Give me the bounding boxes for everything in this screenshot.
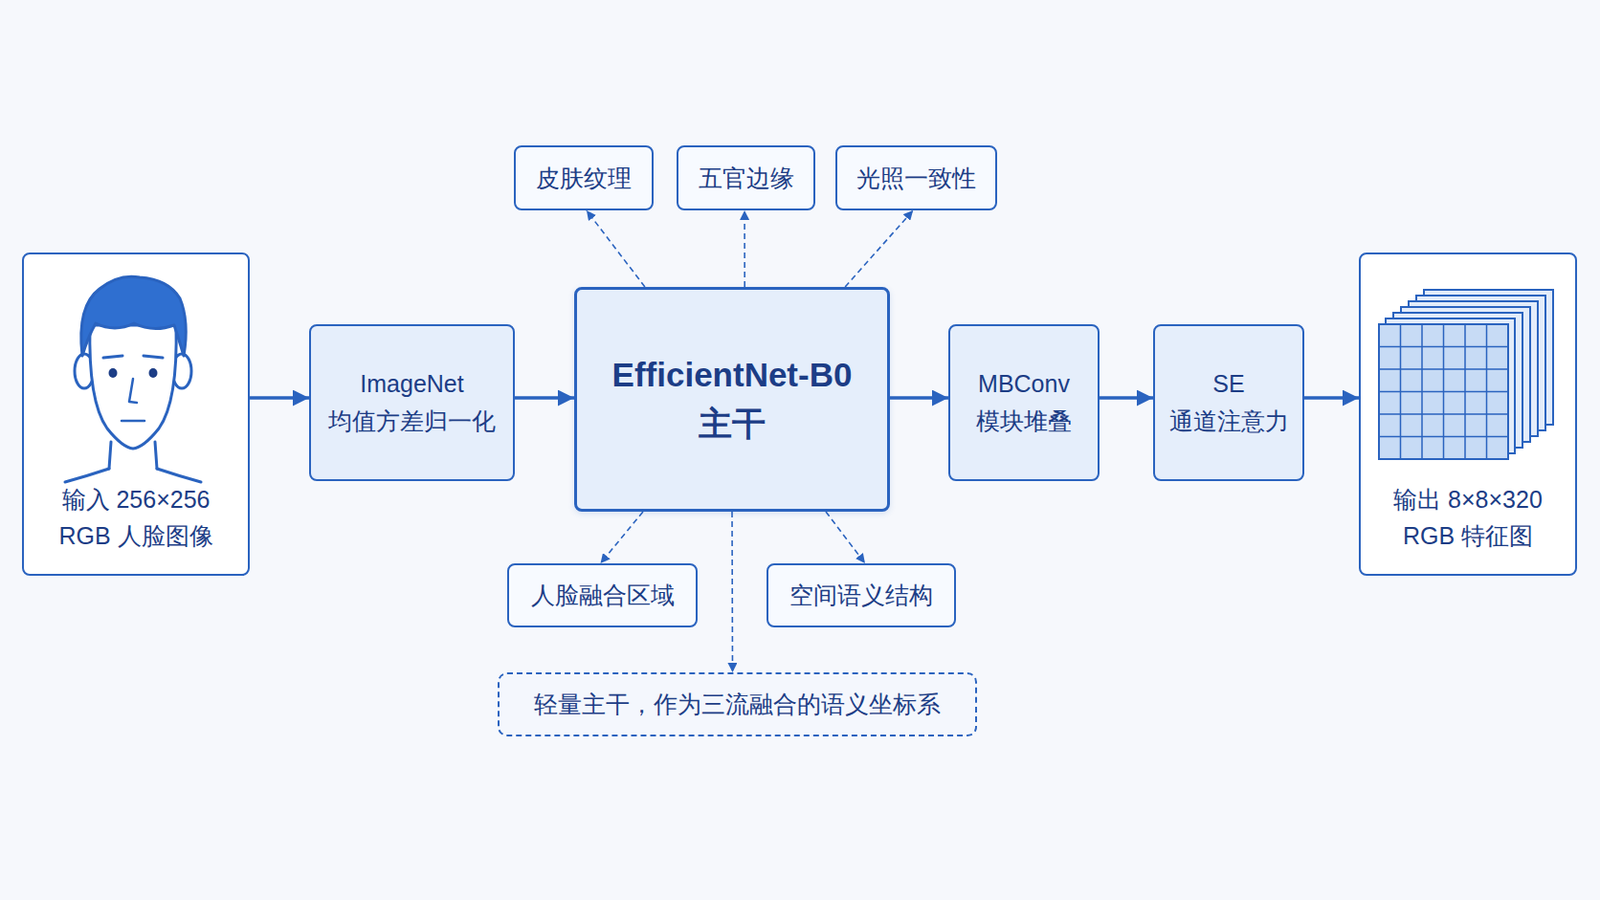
note-box: 轻量主干，作为三流融合的语义坐标系 [497, 672, 978, 737]
flow-arrow [249, 396, 310, 400]
flow-arrow [1099, 396, 1154, 400]
node-label: 轻量主干，作为三流融合的语义坐标系 [533, 686, 941, 724]
node-label: 空间语义结构 [789, 577, 934, 615]
dashed-arrow [844, 210, 913, 288]
dashed-arrow [825, 511, 866, 564]
dashed-arrow [743, 210, 746, 288]
process-box: ImageNet 均值方差归一化 [309, 324, 515, 482]
backbone-box: EfficientNet-B0 主干 [574, 287, 890, 512]
node-label: MBConv 模块堆叠 [956, 365, 1091, 441]
node-label: 光照一致性 [856, 159, 977, 198]
feature-tag: 皮肤纹理 [513, 145, 654, 211]
dashed-arrow [731, 511, 734, 673]
node-label: EfficientNet-B0 主干 [593, 351, 871, 449]
input-box: 输入 256×256 RGB 人脸图像 [22, 252, 250, 577]
flow-arrow [889, 396, 949, 400]
node-label: 人脸融合区域 [531, 577, 675, 615]
feature-tag: 空间语义结构 [766, 563, 956, 628]
node-label: SE 通道注意力 [1161, 365, 1296, 441]
flow-arrow [1304, 396, 1359, 400]
feature-tag: 人脸融合区域 [507, 563, 698, 628]
process-box: SE 通道注意力 [1153, 324, 1305, 482]
node-label: 五官边缘 [698, 159, 795, 198]
node-label: ImageNet 均值方差归一化 [321, 365, 504, 441]
dashed-arrow [600, 511, 644, 564]
node-label: 输入 256×256 RGB 人脸图像 [47, 481, 225, 556]
output-box: 输出 8×8×320 RGB 特征图 [1358, 252, 1578, 577]
feature-tag: 五官边缘 [676, 145, 816, 211]
feature-tag: 光照一致性 [835, 145, 998, 211]
process-box: MBConv 模块堆叠 [948, 324, 1100, 482]
node-label: 输出 8×8×320 RGB 特征图 [1379, 481, 1557, 556]
dashed-arrow [586, 210, 645, 288]
node-label: 皮肤纹理 [535, 159, 632, 198]
flow-arrow [514, 396, 575, 400]
